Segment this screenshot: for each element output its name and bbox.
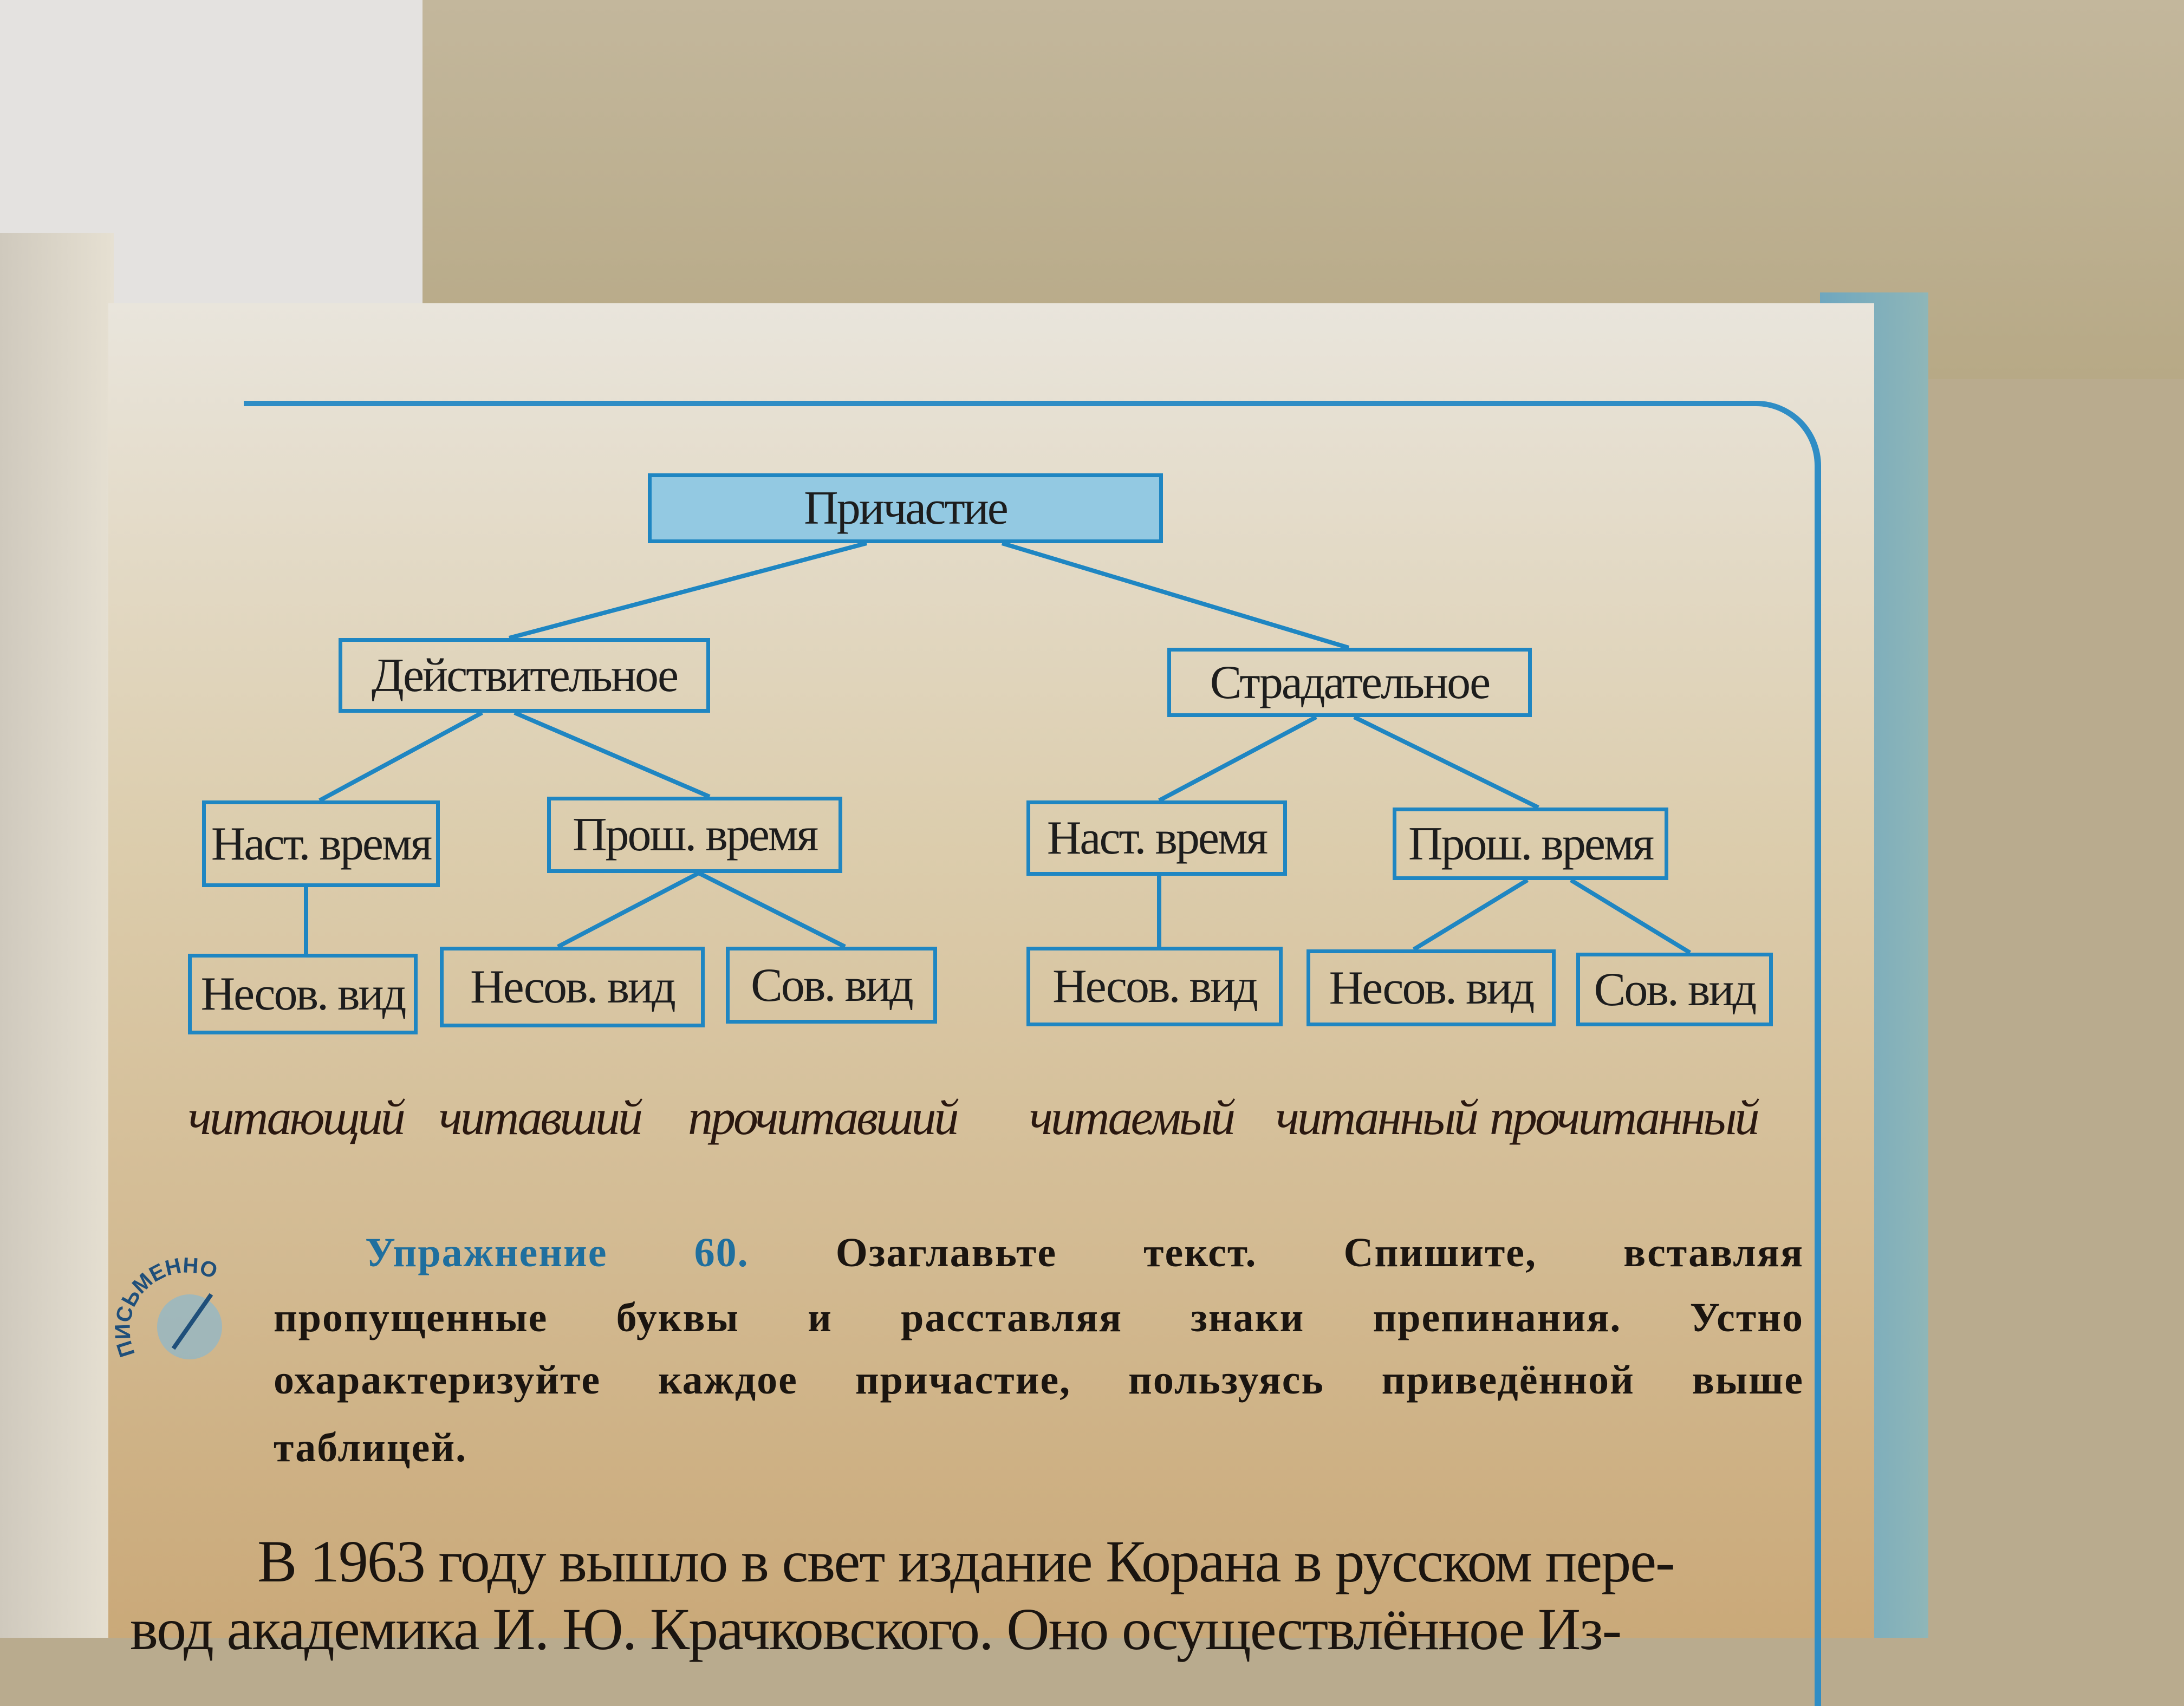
node-aspect: Несов. вид bbox=[440, 947, 705, 1027]
example-word: читающий bbox=[188, 1090, 406, 1145]
left-page bbox=[0, 233, 114, 1638]
page-frame bbox=[244, 401, 1821, 1706]
node-passive-present: Наст. время bbox=[1026, 800, 1287, 876]
node-passive-past: Прош. время bbox=[1393, 808, 1668, 880]
connector bbox=[318, 711, 483, 803]
connector bbox=[557, 871, 700, 949]
node-aspect: Сов. вид bbox=[726, 947, 937, 1024]
node-passive: Страдательное bbox=[1167, 648, 1532, 717]
diagram-connectors bbox=[304, 541, 1692, 955]
example-word: прочитанный bbox=[1490, 1090, 1760, 1145]
connector bbox=[1412, 878, 1529, 952]
node-aspect: Сов. вид bbox=[1576, 953, 1773, 1026]
connector bbox=[514, 711, 711, 799]
exercise-line: Упражнение 60. Озаглавьте текст. Спишите… bbox=[365, 1229, 1804, 1277]
connector bbox=[1353, 715, 1539, 810]
connector bbox=[1001, 541, 1350, 650]
node-active: Действительное bbox=[339, 638, 710, 713]
body-text-line: В 1963 году вышло в свет издание Корана … bbox=[257, 1528, 1675, 1594]
connector bbox=[698, 871, 846, 949]
writing-badge-icon: ПИСЬМЕННО bbox=[114, 1253, 222, 1360]
exercise-number: Упражнение 60. bbox=[365, 1230, 749, 1275]
exercise-text: Озаглавьте текст. Спишите, вставляя bbox=[835, 1230, 1804, 1275]
node-aspect: Несов. вид bbox=[1306, 949, 1556, 1026]
example-word: читаемый bbox=[1029, 1090, 1236, 1145]
example-word: прочитавший bbox=[688, 1090, 959, 1145]
exercise-line: пропущенные буквы и расставляя знаки пре… bbox=[274, 1295, 1804, 1340]
exercise-line: таблицей. bbox=[274, 1425, 467, 1470]
node-aspect: Несов. вид bbox=[1026, 947, 1283, 1026]
exercise-line: охарактеризуйте каждое причастие, пользу… bbox=[274, 1357, 1804, 1403]
node-active-present: Наст. время bbox=[202, 800, 440, 887]
body-text-line: вод академика И. Ю. Крачковского. Оно ос… bbox=[130, 1596, 1622, 1662]
example-word: читанный bbox=[1276, 1090, 1479, 1145]
connector bbox=[1158, 715, 1317, 803]
connector bbox=[1569, 878, 1692, 955]
connector bbox=[508, 541, 868, 640]
example-word: читавший bbox=[439, 1090, 643, 1145]
node-aspect: Несов. вид bbox=[188, 954, 418, 1034]
node-active-past: Прош. время bbox=[547, 797, 842, 873]
node-participle: Причастие bbox=[648, 473, 1163, 543]
